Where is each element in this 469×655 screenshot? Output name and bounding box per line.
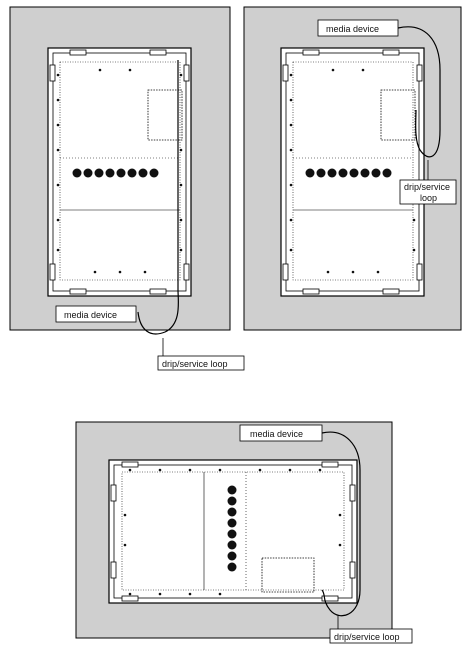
display-frame (108, 459, 358, 604)
drip-loop-label: drip/service loop (399, 160, 457, 205)
large-holes (72, 168, 159, 178)
media-device-label: media device (239, 424, 323, 442)
drip-loop-text-line1: drip/service (404, 182, 450, 192)
panel-2: media device drip/service loop (243, 6, 462, 331)
drip-loop-text: drip/service loop (162, 359, 228, 369)
media-device-label: media device (55, 305, 137, 323)
service-cable (397, 26, 441, 158)
drip-loop-text-line2: loop (420, 193, 437, 203)
media-device-label: media device (317, 19, 399, 37)
connector-box (147, 89, 183, 141)
media-device-text: media device (326, 24, 379, 34)
panel-3: media device drip/service loop (75, 421, 413, 644)
media-device-text: media device (64, 310, 117, 320)
drip-loop-text: drip/service loop (334, 632, 400, 642)
large-holes (305, 168, 392, 178)
service-cable (321, 431, 361, 617)
display-frame (280, 47, 425, 297)
display-frame (47, 47, 192, 297)
large-holes (227, 485, 237, 572)
connector-box (261, 557, 315, 593)
drip-loop-label: drip/service loop (329, 615, 413, 644)
media-device-text: media device (250, 429, 303, 439)
service-cable (137, 60, 179, 335)
connector-box (380, 89, 416, 141)
drip-loop-label: drip/service loop (157, 338, 245, 371)
panel-1: media device drip/service loop (9, 6, 245, 371)
